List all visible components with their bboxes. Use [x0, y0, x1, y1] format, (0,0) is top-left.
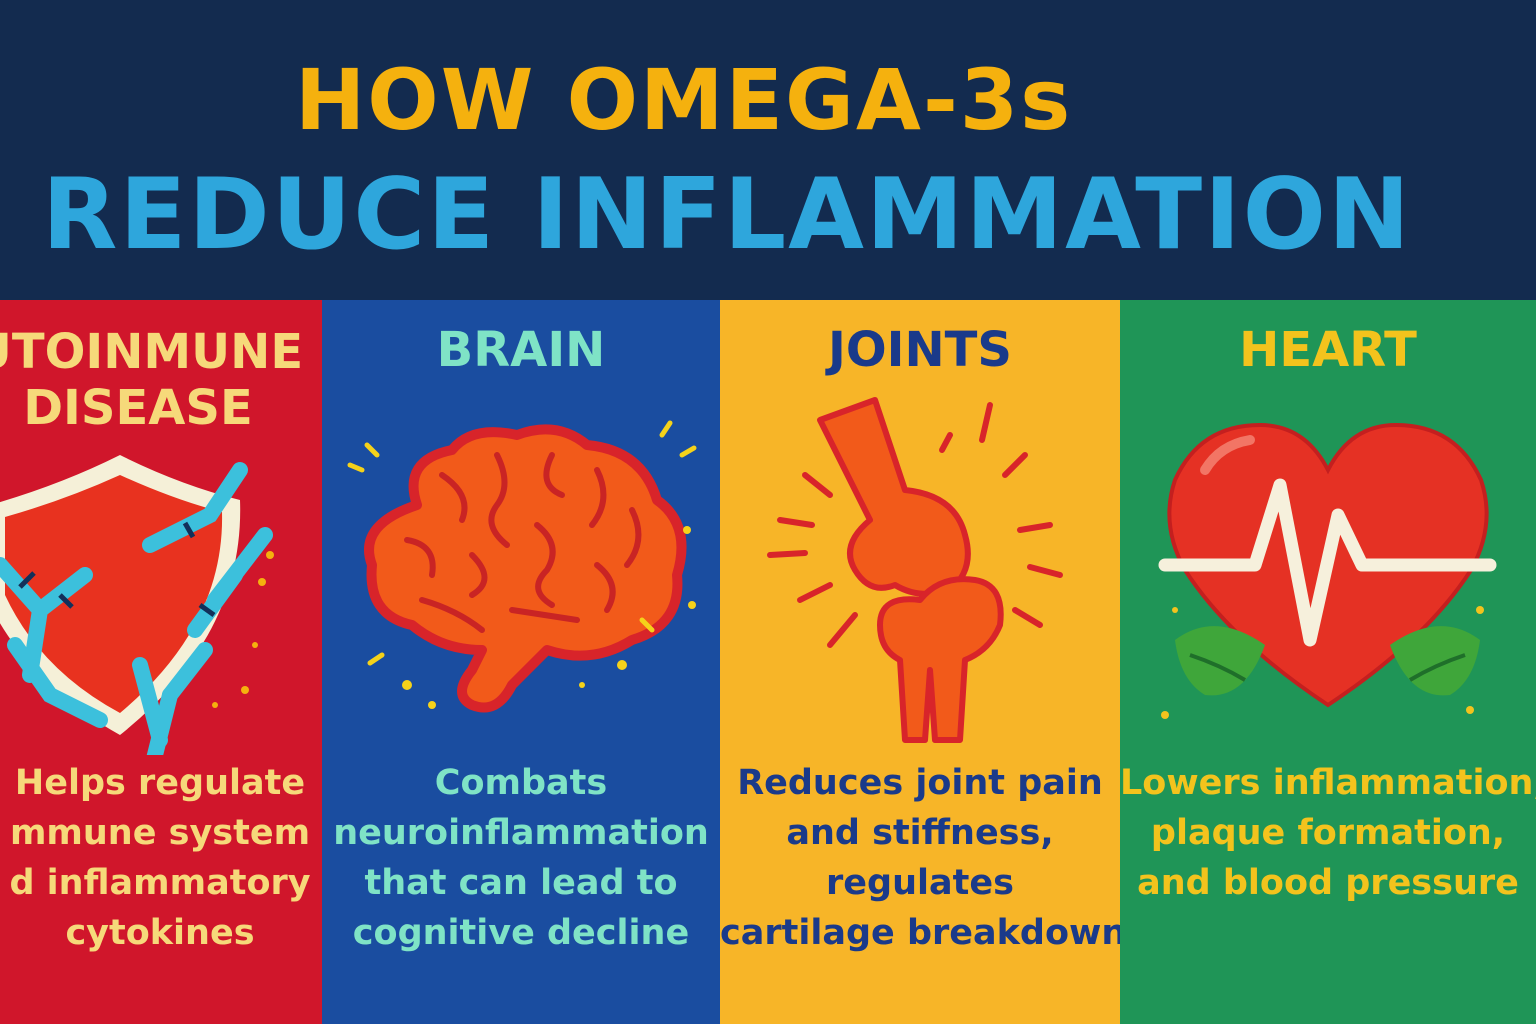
panel-description-line: Combats: [434, 763, 608, 803]
panel-title: BRAIN: [436, 322, 606, 378]
panel-brain: BRAIN Combats neuroinflammati: [322, 300, 720, 1024]
panel-description-line: d inflammatory: [9, 863, 311, 903]
panel-description-line: neuroinflammation: [333, 813, 709, 853]
panel-description: Lowers inflammation, plaque formation, a…: [1120, 758, 1536, 908]
panel-title-line: DISEASE: [23, 380, 253, 436]
panel-description-line: mmune system: [9, 813, 311, 853]
panel-joints: JOINTS Reduces joint pain and stiffness,…: [720, 300, 1120, 1024]
panel-autoimmune-disease: UTOINMUNE DISEASE Helps regu: [0, 300, 322, 1024]
brain-icon: [347, 420, 697, 713]
knee-joint-icon: [767, 397, 1063, 743]
panel-description-line: Lowers inflammation,: [1120, 763, 1536, 803]
panel-description-line: and blood pressure: [1137, 863, 1519, 903]
panel-title: UTOINMUNE DISEASE: [0, 324, 322, 436]
panel-description-line: regulates: [826, 863, 1014, 903]
panel-title: JOINTS: [827, 322, 1012, 378]
panel-description-line: that can lead to: [364, 863, 678, 903]
panel-title: HEART: [1239, 322, 1417, 378]
panel-description-line: plaque formation,: [1150, 813, 1506, 853]
panel-description: Helps regulate mmune system d inflammato…: [0, 758, 322, 958]
panel-description-line: Reduces joint pain: [737, 763, 1103, 803]
shield-antibody-icon: [0, 455, 274, 755]
panel-description-line: and stiffness,: [786, 813, 1054, 853]
title-line-1: HOW OMEGA-3s: [295, 51, 1073, 149]
panel-description-line: cytokines: [65, 913, 255, 953]
panel-description: Reduces joint pain and stiffness, regula…: [720, 758, 1120, 958]
header-banner: HOW OMEGA-3s REDUCE INFLAMMATION: [0, 0, 1536, 300]
panel-description-line: cartilage breakdown: [720, 913, 1120, 953]
title-line-2: REDUCE INFLAMMATION: [42, 158, 1412, 272]
panel-title-line: UTOINMUNE: [0, 324, 304, 380]
heart-pulse-icon: [1158, 422, 1497, 719]
panel-description-line: cognitive decline: [352, 913, 690, 953]
panel-heart: HEART Lowers inflammation, plaque format…: [1120, 300, 1536, 1024]
panel-description-line: Helps regulate: [14, 763, 306, 803]
panel-description: Combats neuroinflammation that can lead …: [322, 758, 720, 958]
